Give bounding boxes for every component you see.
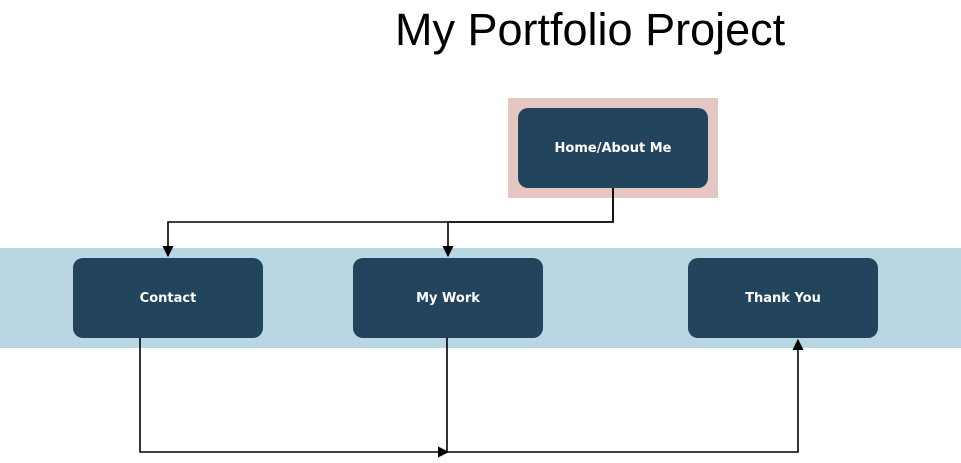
connector-home-to-my-work bbox=[442, 188, 614, 258]
node-home-about-me[interactable]: Home/About Me bbox=[518, 108, 708, 188]
connector-contact-to-merge bbox=[139, 338, 450, 458]
node-my-work-label: My Work bbox=[416, 290, 480, 306]
page-title: My Portfolio Project bbox=[395, 4, 786, 55]
connector-my-work-to-thank-you bbox=[446, 338, 804, 453]
node-contact[interactable]: Contact bbox=[73, 258, 263, 338]
node-thank-you[interactable]: Thank You bbox=[688, 258, 878, 338]
node-thank-you-label: Thank You bbox=[745, 290, 821, 306]
node-home-label: Home/About Me bbox=[554, 140, 672, 156]
node-my-work[interactable]: My Work bbox=[353, 258, 543, 338]
node-contact-label: Contact bbox=[139, 290, 197, 306]
connector-home-to-contact bbox=[162, 188, 614, 258]
